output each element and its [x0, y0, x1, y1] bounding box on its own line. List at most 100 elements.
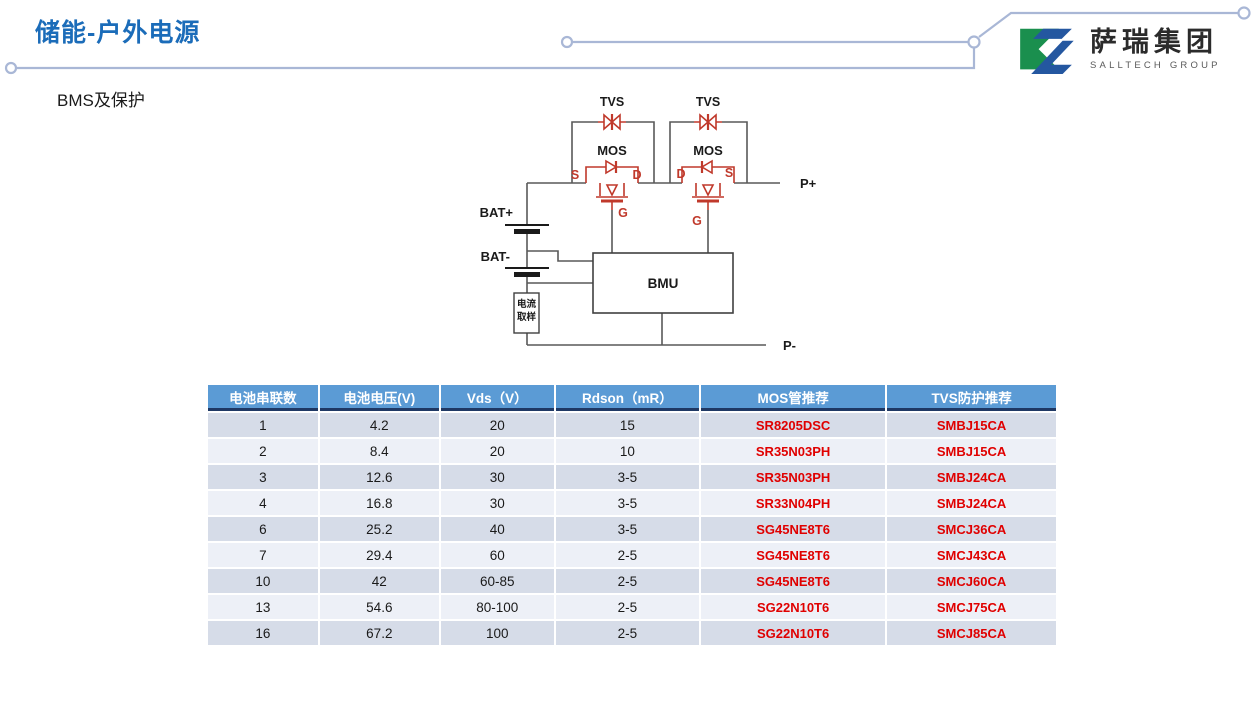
table-cell: 67.2: [319, 621, 439, 645]
current-sampling-label: 电流取样: [517, 298, 537, 323]
table-cell: SR33N04PH: [701, 491, 886, 515]
mos-label-right: MOS: [693, 143, 723, 158]
table-cell: 2-5: [555, 543, 700, 567]
table-cell: SMBJ15CA: [887, 413, 1056, 437]
logo-mark-icon: [1020, 28, 1074, 74]
tvs-triangle: [610, 113, 621, 131]
table-cell: 3-5: [555, 465, 700, 489]
column-header-battery-voltage: 电池电压(V): [319, 385, 439, 411]
mos-arrow: [605, 184, 619, 197]
bat-minus-label: BAT-: [481, 249, 510, 264]
table-cell: 2-5: [555, 569, 700, 593]
mos-right-d-label: D: [676, 167, 685, 181]
battery-symbols: [505, 224, 549, 277]
current-sampling-box: [513, 292, 540, 334]
logo-green-shape: [1020, 28, 1059, 70]
logo-blue-bottom-bar: [1039, 64, 1072, 74]
table-cell: 8.4: [319, 439, 439, 463]
table-cell: 10: [208, 569, 318, 593]
table-cell: SG45NE8T6: [701, 517, 886, 541]
table-cell: 20: [440, 439, 554, 463]
table-cell: 16: [208, 621, 318, 645]
table-cell: 6: [208, 517, 318, 541]
table-cell: 42: [319, 569, 439, 593]
table-cell: SMCJ85CA: [887, 621, 1056, 645]
bmu-sense-wires: [527, 250, 593, 284]
column-header-series-count: 电池串联数: [208, 385, 318, 411]
table-cell: 30: [440, 491, 554, 515]
tvs-loop-right: [669, 121, 748, 183]
circuit-wires: [526, 121, 780, 346]
tvs-triangle: [699, 113, 710, 131]
decor-line-lower: [16, 47, 976, 70]
bmu-box: [592, 252, 734, 314]
table-cell: 2: [208, 439, 318, 463]
decor-node-circle: [1237, 6, 1251, 20]
mos-body-diode: [700, 159, 713, 175]
table-cell: 54.6: [319, 595, 439, 619]
p-minus-label: P-: [783, 338, 796, 353]
column-header-mos-recommendation: MOS管推荐: [701, 385, 886, 411]
table-cell: 80-100: [440, 595, 554, 619]
logo-text: 萨瑞集团 SALLTECH GROUP: [1090, 26, 1221, 71]
logo-blue-top-bar: [1033, 28, 1072, 39]
table-cell: 16.8: [319, 491, 439, 515]
table-cell: SR35N03PH: [701, 465, 886, 489]
table-cell: 2-5: [555, 621, 700, 645]
table-cell: 20: [440, 413, 554, 437]
section-subtitle: BMS及保护: [57, 91, 145, 110]
table-header-row: 电池串联数 电池电压(V) Vds（V） Rdson（mR） MOS管推荐 TV…: [208, 385, 1056, 411]
mos-left-d-label: D: [632, 168, 641, 182]
table-cell: SMBJ24CA: [887, 465, 1056, 489]
table-cell: SG22N10T6: [701, 621, 886, 645]
tvs-label-right: TVS: [696, 95, 720, 109]
mos-arrow: [701, 184, 715, 197]
logo-company-name: 萨瑞集团: [1090, 27, 1218, 57]
mos-symbol-left: [585, 159, 639, 210]
gate-wires: [611, 210, 709, 253]
table-cell: SR35N03PH: [701, 439, 886, 463]
table-cell: 7: [208, 543, 318, 567]
bmu-label: BMU: [648, 276, 679, 291]
decor-node-circle: [560, 35, 574, 49]
table-cell: SG45NE8T6: [701, 569, 886, 593]
logo: 萨瑞集团 SALLTECH GROUP: [1018, 26, 1221, 74]
table-cell: 30: [440, 465, 554, 489]
table-cell: 15: [555, 413, 700, 437]
table-cell: 3-5: [555, 491, 700, 515]
tvs-symbol-right: [694, 113, 722, 131]
battery-long-plates: [505, 224, 549, 269]
recommendation-table: 电池串联数 电池电压(V) Vds（V） Rdson（mR） MOS管推荐 TV…: [206, 383, 1058, 647]
logo-blue-diagonal: [1031, 40, 1074, 74]
table-cell: 4: [208, 491, 318, 515]
column-header-vds: Vds（V）: [440, 385, 554, 411]
column-header-tvs-recommendation: TVS防护推荐: [887, 385, 1056, 411]
p-plus-label: P+: [800, 176, 817, 191]
mos-left-g-label: G: [618, 206, 628, 220]
table-cell: 40: [440, 517, 554, 541]
tvs-triangle: [706, 113, 717, 131]
table-cell: 60: [440, 543, 554, 567]
table-cell: 13: [208, 595, 318, 619]
mos-symbol-right: [681, 159, 735, 210]
mos-right-g-label: G: [692, 214, 702, 228]
table-cell: SMCJ75CA: [887, 595, 1056, 619]
table-cell: SMCJ36CA: [887, 517, 1056, 541]
table-cell: 4.2: [319, 413, 439, 437]
tvs-triangle: [603, 113, 614, 131]
tvs-label-left: TVS: [600, 95, 624, 109]
mos-right-s-label: S: [725, 166, 733, 180]
bat-plus-label: BAT+: [480, 205, 514, 220]
table-cell: 2-5: [555, 595, 700, 619]
table-cell: 1: [208, 413, 318, 437]
column-header-rdson: Rdson（mR）: [555, 385, 700, 411]
